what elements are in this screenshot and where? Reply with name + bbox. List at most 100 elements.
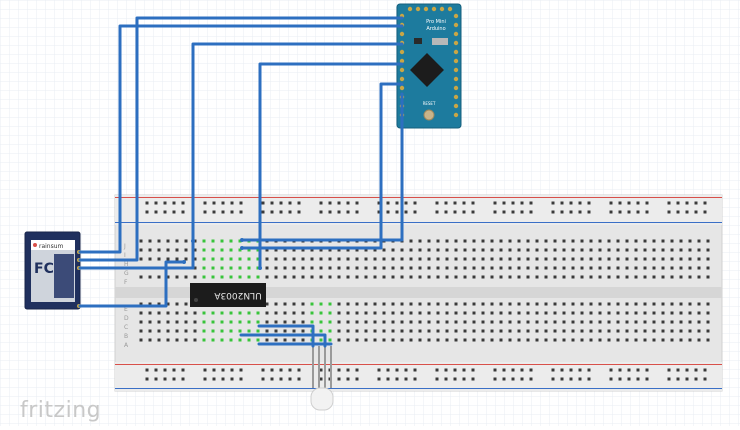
breadboard-hole xyxy=(373,248,377,252)
rf-module[interactable]: rainsum FC xyxy=(24,231,81,310)
rgb-led[interactable] xyxy=(310,346,334,411)
breadboard-hole xyxy=(337,368,341,372)
breadboard-hole xyxy=(427,302,431,306)
wire-endpoint xyxy=(182,260,186,264)
breadboard-hole xyxy=(688,329,692,333)
breadboard-hole xyxy=(667,210,671,214)
breadboard-hole xyxy=(670,275,674,279)
breadboard-hole xyxy=(382,329,386,333)
wire-arduino-to-breadboard-g xyxy=(240,92,404,242)
wire-arduino-to-breadboard-f xyxy=(240,82,404,250)
row-label-D: D xyxy=(124,315,129,322)
breadboard-hole xyxy=(202,311,206,315)
breadboard-hole xyxy=(364,338,368,342)
breadboard-hole xyxy=(145,377,149,381)
breadboard-hole xyxy=(571,329,575,333)
breadboard-hole xyxy=(643,239,647,243)
breadboard-hole xyxy=(694,368,698,372)
breadboard-hole xyxy=(310,311,314,315)
breadboard-hole xyxy=(283,257,287,261)
breadboard-hole xyxy=(463,248,467,252)
breadboard-hole xyxy=(301,302,305,306)
breadboard-hole xyxy=(627,210,631,214)
arduino-reset-button[interactable] xyxy=(423,109,435,121)
breadboard-hole xyxy=(274,266,278,270)
rf-module-brand: rainsum xyxy=(39,243,64,250)
breadboard-hole xyxy=(413,201,417,205)
breadboard-hole xyxy=(301,320,305,324)
breadboard-hole xyxy=(544,320,548,324)
breadboard-hole xyxy=(166,311,170,315)
breadboard-hole xyxy=(580,338,584,342)
row-label-B: B xyxy=(124,333,128,340)
breadboard-hole xyxy=(652,266,656,270)
breadboard-hole xyxy=(184,320,188,324)
rf-module-chip xyxy=(54,254,74,298)
breadboard-hole xyxy=(310,275,314,279)
breadboard-hole xyxy=(391,311,395,315)
breadboard-hole xyxy=(409,266,413,270)
breadboard-hole xyxy=(373,257,377,261)
breadboard-hole xyxy=(265,311,269,315)
breadboard-hole xyxy=(589,338,593,342)
breadboard-hole xyxy=(580,320,584,324)
breadboard-hole xyxy=(220,239,224,243)
breadboard-hole xyxy=(436,302,440,306)
breadboard-hole xyxy=(435,210,439,214)
breadboard-hole xyxy=(172,368,176,372)
breadboard-hole xyxy=(703,377,707,381)
rf-module-label-area xyxy=(31,240,75,250)
breadboard-hole xyxy=(364,311,368,315)
breadboard-hole xyxy=(688,266,692,270)
breadboard-hole xyxy=(508,338,512,342)
breadboard-hole xyxy=(598,320,602,324)
breadboard-hole xyxy=(616,275,620,279)
breadboard-hole xyxy=(706,266,710,270)
breadboard-hole xyxy=(589,311,593,315)
breadboard-hole xyxy=(297,201,301,205)
breadboard-hole xyxy=(382,311,386,315)
breadboard-hole xyxy=(413,368,417,372)
breadboard-hole xyxy=(364,329,368,333)
breadboard-hole xyxy=(274,257,278,261)
breadboard-hole xyxy=(625,239,629,243)
breadboard-hole xyxy=(670,248,674,252)
breadboard-hole xyxy=(472,329,476,333)
breadboard-hole xyxy=(154,377,158,381)
breadboard-hole xyxy=(553,311,557,315)
breadboard-hole xyxy=(652,239,656,243)
breadboard-hole xyxy=(435,368,439,372)
breadboard-hole xyxy=(427,248,431,252)
breadboard-hole xyxy=(139,329,143,333)
breadboard-hole xyxy=(618,210,622,214)
wire-ic-to-led-2 xyxy=(239,333,327,348)
breadboard-hole xyxy=(184,311,188,315)
arduino-header-pin xyxy=(431,6,437,12)
breadboard-hole xyxy=(627,377,631,381)
breadboard-hole xyxy=(580,311,584,315)
breadboard-hole xyxy=(490,320,494,324)
arduino-header-pin xyxy=(399,67,405,73)
breadboard-hole xyxy=(184,329,188,333)
breadboard-hole xyxy=(670,266,674,270)
breadboard-hole xyxy=(203,368,207,372)
breadboard-hole xyxy=(706,257,710,261)
breadboard-hole xyxy=(679,338,683,342)
breadboard-hole xyxy=(238,257,242,261)
breadboard-hole xyxy=(319,257,323,261)
breadboard-hole xyxy=(175,248,179,252)
uln2003a-ic[interactable]: ULN2003A xyxy=(190,283,266,307)
breadboard-hole xyxy=(643,338,647,342)
breadboard-hole xyxy=(652,329,656,333)
arduino-pro-mini[interactable]: Pro Mini Arduino RESET xyxy=(396,3,462,129)
breadboard-hole xyxy=(221,368,225,372)
breadboard-hole xyxy=(229,338,233,342)
breadboard-hole xyxy=(499,266,503,270)
breadboard-hole xyxy=(463,311,467,315)
breadboard-hole xyxy=(553,329,557,333)
breadboard-hole xyxy=(193,338,197,342)
breadboard-hole xyxy=(454,275,458,279)
breadboard-hole xyxy=(283,275,287,279)
breadboard-hole xyxy=(445,275,449,279)
breadboard-hole xyxy=(261,377,265,381)
